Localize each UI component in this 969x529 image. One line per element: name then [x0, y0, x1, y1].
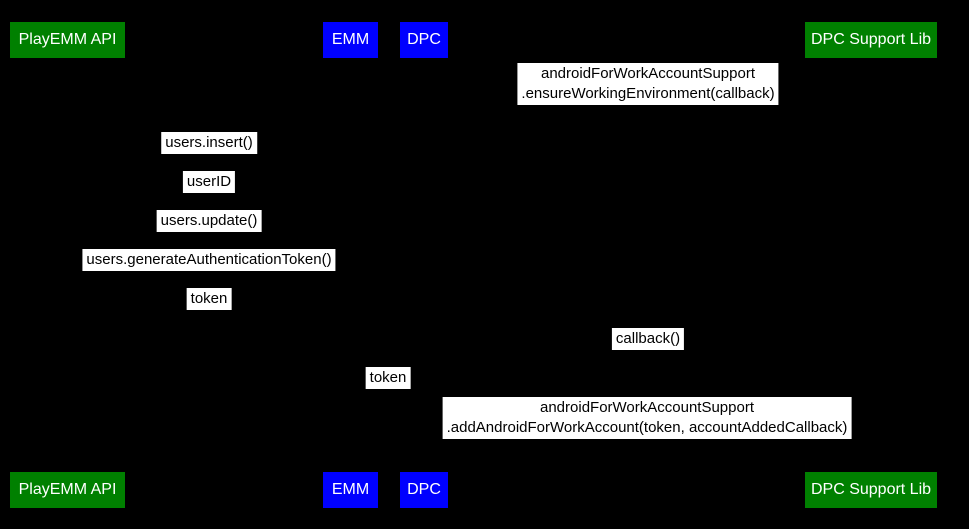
actor-dpc-bottom: DPC: [400, 472, 448, 508]
message-ensure-working-environment: androidForWorkAccountSupport .ensureWork…: [517, 63, 779, 105]
message-token-return: token: [186, 288, 232, 310]
actor-dpc-top: DPC: [400, 22, 448, 58]
actor-emm-top: EMM: [323, 22, 378, 58]
message-line: .ensureWorkingEnvironment(callback): [521, 85, 775, 102]
actor-emm-bottom: EMM: [323, 472, 378, 508]
message-token-forward: token: [365, 367, 411, 389]
message-callback: callback(): [611, 328, 685, 350]
message-line: androidForWorkAccountSupport: [540, 65, 755, 82]
message-userid: userID: [182, 171, 236, 193]
actor-dpc-support-lib-bottom: DPC Support Lib: [805, 472, 937, 508]
actor-playemm-api-bottom: PlayEMM API: [10, 472, 125, 508]
message-users-insert: users.insert(): [161, 132, 257, 154]
message-users-update: users.update(): [156, 210, 262, 232]
message-line: .addAndroidForWorkAccount(token, account…: [446, 419, 848, 436]
actor-playemm-api-top: PlayEMM API: [10, 22, 125, 58]
actor-dpc-support-lib-top: DPC Support Lib: [805, 22, 937, 58]
message-generate-authentication-token: users.generateAuthenticationToken(): [82, 249, 336, 271]
message-line: androidForWorkAccountSupport: [540, 399, 754, 416]
message-add-android-for-work-account: androidForWorkAccountSupport .addAndroid…: [442, 397, 852, 439]
